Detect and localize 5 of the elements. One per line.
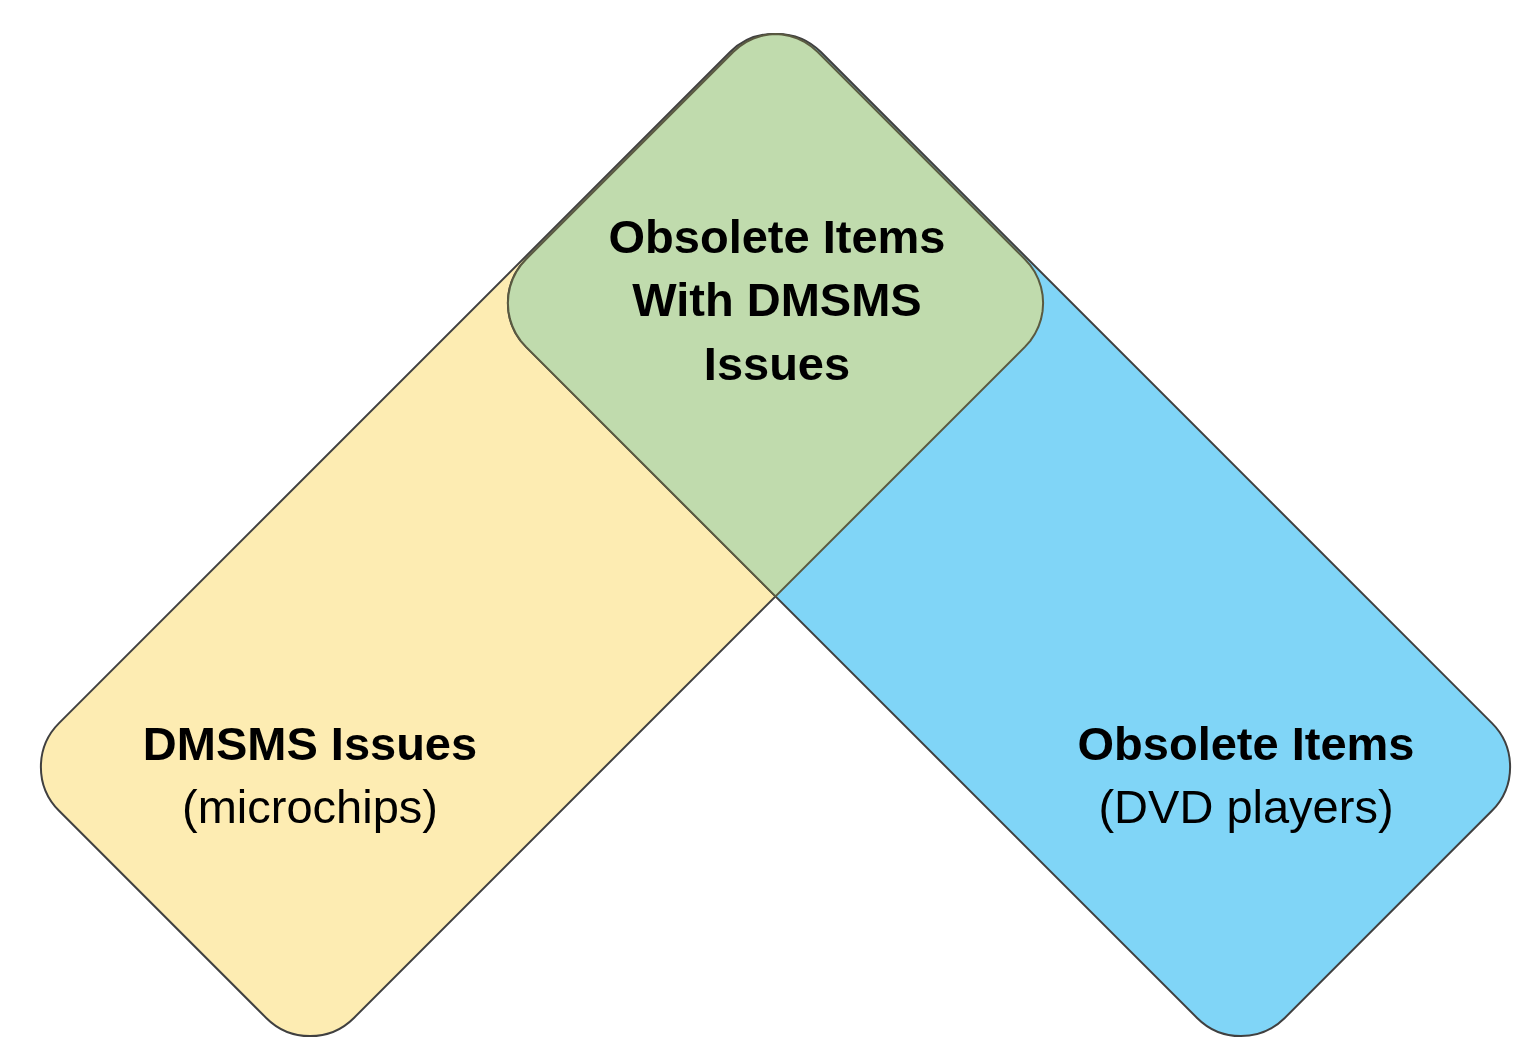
node-title: DMSMS Issues	[141, 716, 479, 772]
node-subtitle: (DVD players)	[1097, 779, 1395, 836]
node-title: Obsolete Items With DMSMS Issues	[607, 209, 947, 392]
node-subtitle: (microchips)	[181, 779, 439, 836]
node-title: Obsolete Items	[1076, 716, 1416, 772]
